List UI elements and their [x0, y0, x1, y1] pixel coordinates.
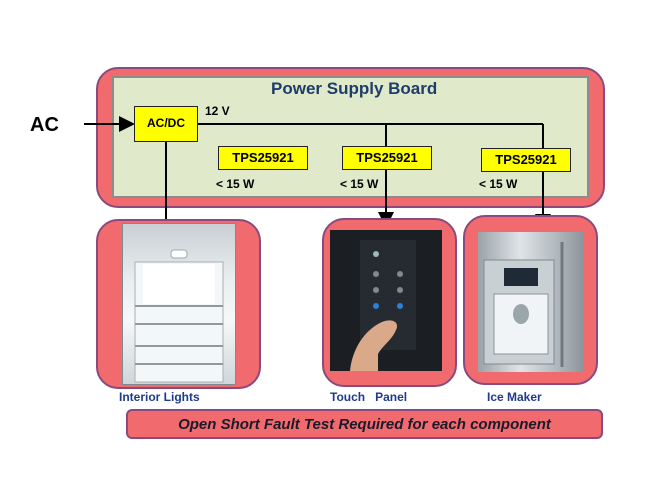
- ice-maker-caption: Ice Maker: [487, 390, 542, 404]
- interior-lights-caption: Interior Lights: [119, 390, 200, 404]
- switch-power-1: < 15 W: [216, 177, 255, 191]
- touch-panel-image: [330, 230, 442, 371]
- bus-voltage-label: 12 V: [205, 104, 230, 118]
- interior-lights-image: [122, 223, 236, 385]
- switch-box-1: TPS25921: [218, 146, 308, 170]
- switch-label-3: TPS25921: [495, 152, 557, 167]
- switch-box-3: TPS25921: [481, 148, 571, 172]
- fault-test-banner: Open Short Fault Test Required for each …: [126, 409, 603, 439]
- fault-test-banner-text: Open Short Fault Test Required for each …: [178, 416, 551, 433]
- acdc-label: AC/DC: [147, 116, 185, 130]
- switch-box-2: TPS25921: [342, 146, 432, 170]
- acdc-converter-box: AC/DC: [134, 106, 198, 142]
- ac-input-label: AC: [30, 114, 59, 136]
- board-title: Power Supply Board: [271, 79, 438, 98]
- ice-maker-image: [478, 232, 583, 372]
- switch-power-2: < 15 W: [340, 177, 379, 191]
- switch-power-3: < 15 W: [479, 177, 518, 191]
- switch-label-1: TPS25921: [232, 150, 294, 165]
- switch-label-2: TPS25921: [356, 150, 418, 165]
- touch-panel-caption: Touch Panel: [330, 390, 408, 404]
